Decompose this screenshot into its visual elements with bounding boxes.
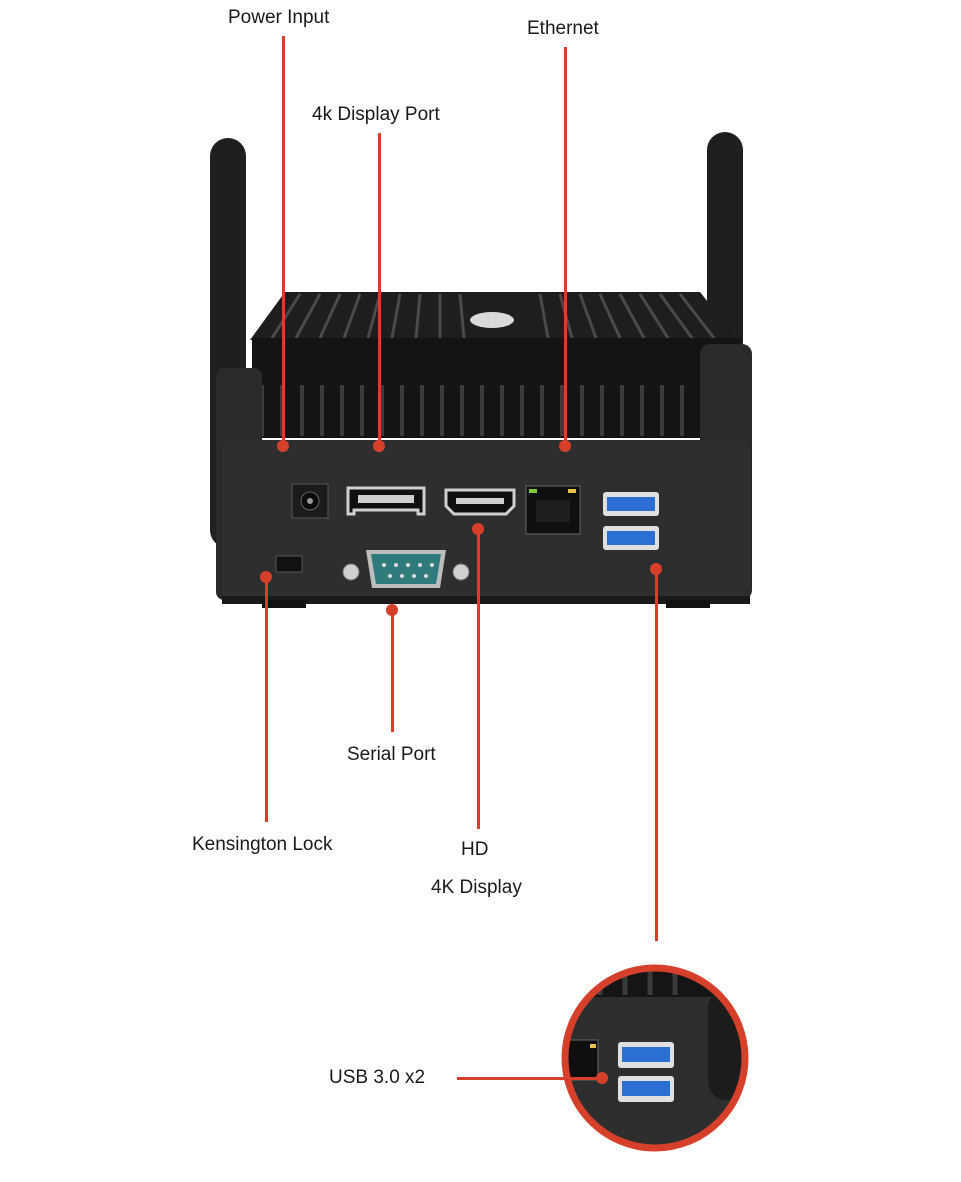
hd-label: HD bbox=[461, 839, 489, 860]
display-port-dot bbox=[373, 440, 385, 452]
display-port-line bbox=[378, 133, 381, 446]
display-4k-label: 4K Display bbox=[431, 877, 522, 898]
heatsink-band bbox=[252, 338, 742, 438]
top-logo bbox=[470, 312, 514, 328]
power-input-dot bbox=[277, 440, 289, 452]
serial-port-line bbox=[391, 610, 394, 732]
kensington-line bbox=[265, 577, 268, 822]
heatsink-fins bbox=[270, 293, 716, 339]
usb-line bbox=[655, 569, 658, 941]
ethernet-label: Ethernet bbox=[527, 18, 599, 39]
usb-zoom-dot bbox=[596, 1072, 608, 1084]
foot-left bbox=[262, 600, 306, 608]
kensington-slot bbox=[275, 555, 303, 573]
hd-line bbox=[477, 529, 480, 829]
kensington-lock-label: Kensington Lock bbox=[192, 834, 333, 855]
ethernet-line bbox=[564, 47, 567, 446]
serial-screw-left bbox=[342, 563, 360, 581]
zoom-ring bbox=[561, 964, 749, 1152]
usb-zoom-line bbox=[457, 1077, 603, 1080]
display-port-label: 4k Display Port bbox=[312, 104, 440, 125]
serial-port-label: Serial Port bbox=[347, 744, 436, 765]
foot-right bbox=[666, 600, 710, 608]
ethernet-dot bbox=[559, 440, 571, 452]
serial-screw-right bbox=[452, 563, 470, 581]
usb-label: USB 3.0 x2 bbox=[329, 1067, 426, 1088]
usb-zoom-inset bbox=[565, 968, 745, 1148]
rear-panel bbox=[222, 440, 750, 602]
power-input-line bbox=[282, 36, 285, 446]
power-input-label: Power Input bbox=[228, 7, 330, 28]
